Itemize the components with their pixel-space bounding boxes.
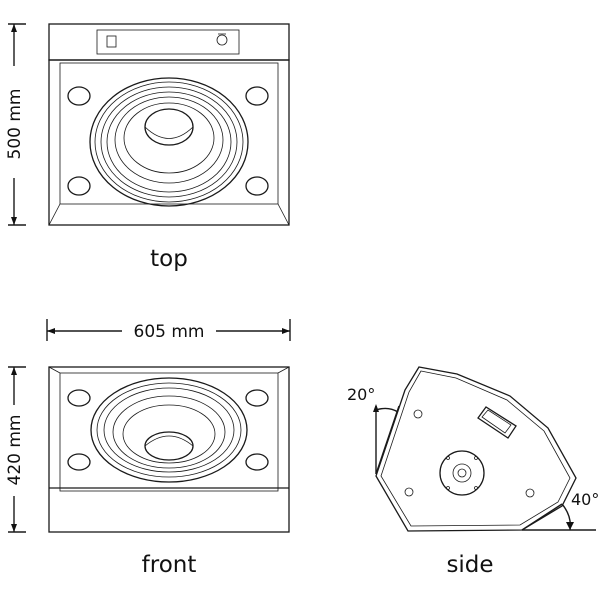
view-label-side: side xyxy=(446,552,493,578)
side-body xyxy=(375,366,577,532)
port-icon xyxy=(67,453,91,471)
top-body xyxy=(48,59,290,226)
angle-lower-label: 40° xyxy=(571,490,599,509)
angle-upper-label: 20° xyxy=(347,385,375,404)
woofer-icon xyxy=(89,77,249,207)
port-icon xyxy=(245,453,269,471)
connector-jack-icon xyxy=(106,35,117,48)
port-icon xyxy=(245,86,269,106)
top-grille-frame xyxy=(59,62,279,205)
view-label-front: front xyxy=(142,552,197,578)
port-icon xyxy=(67,86,91,106)
front-view xyxy=(48,366,290,533)
connector-socket-icon xyxy=(216,34,228,46)
port-icon xyxy=(245,176,269,196)
dimension-height-label: 420 mm xyxy=(5,415,25,486)
dimension-depth xyxy=(8,23,26,226)
connector-panel xyxy=(96,29,240,55)
screw-icon xyxy=(525,488,535,498)
angle-20-indicator xyxy=(373,404,400,475)
front-grille-frame xyxy=(59,372,279,492)
port-icon xyxy=(67,176,91,196)
handle-icon xyxy=(477,406,517,439)
screw-icon xyxy=(404,487,414,497)
dimension-width-label: 605 mm xyxy=(134,322,205,342)
top-view xyxy=(48,23,290,226)
side-view xyxy=(373,366,596,532)
port-icon xyxy=(67,389,91,407)
port-icon xyxy=(245,389,269,407)
dimension-height xyxy=(8,366,26,533)
woofer-icon xyxy=(90,377,248,483)
screw-icon xyxy=(413,409,423,419)
angle-40-indicator xyxy=(521,503,596,531)
dimension-depth-label: 500 mm xyxy=(5,89,25,160)
top-rear-strip xyxy=(48,23,290,61)
dimension-width xyxy=(46,319,291,341)
pole-mount-icon xyxy=(439,450,485,496)
view-label-top: top xyxy=(150,246,188,272)
front-body xyxy=(48,366,290,533)
